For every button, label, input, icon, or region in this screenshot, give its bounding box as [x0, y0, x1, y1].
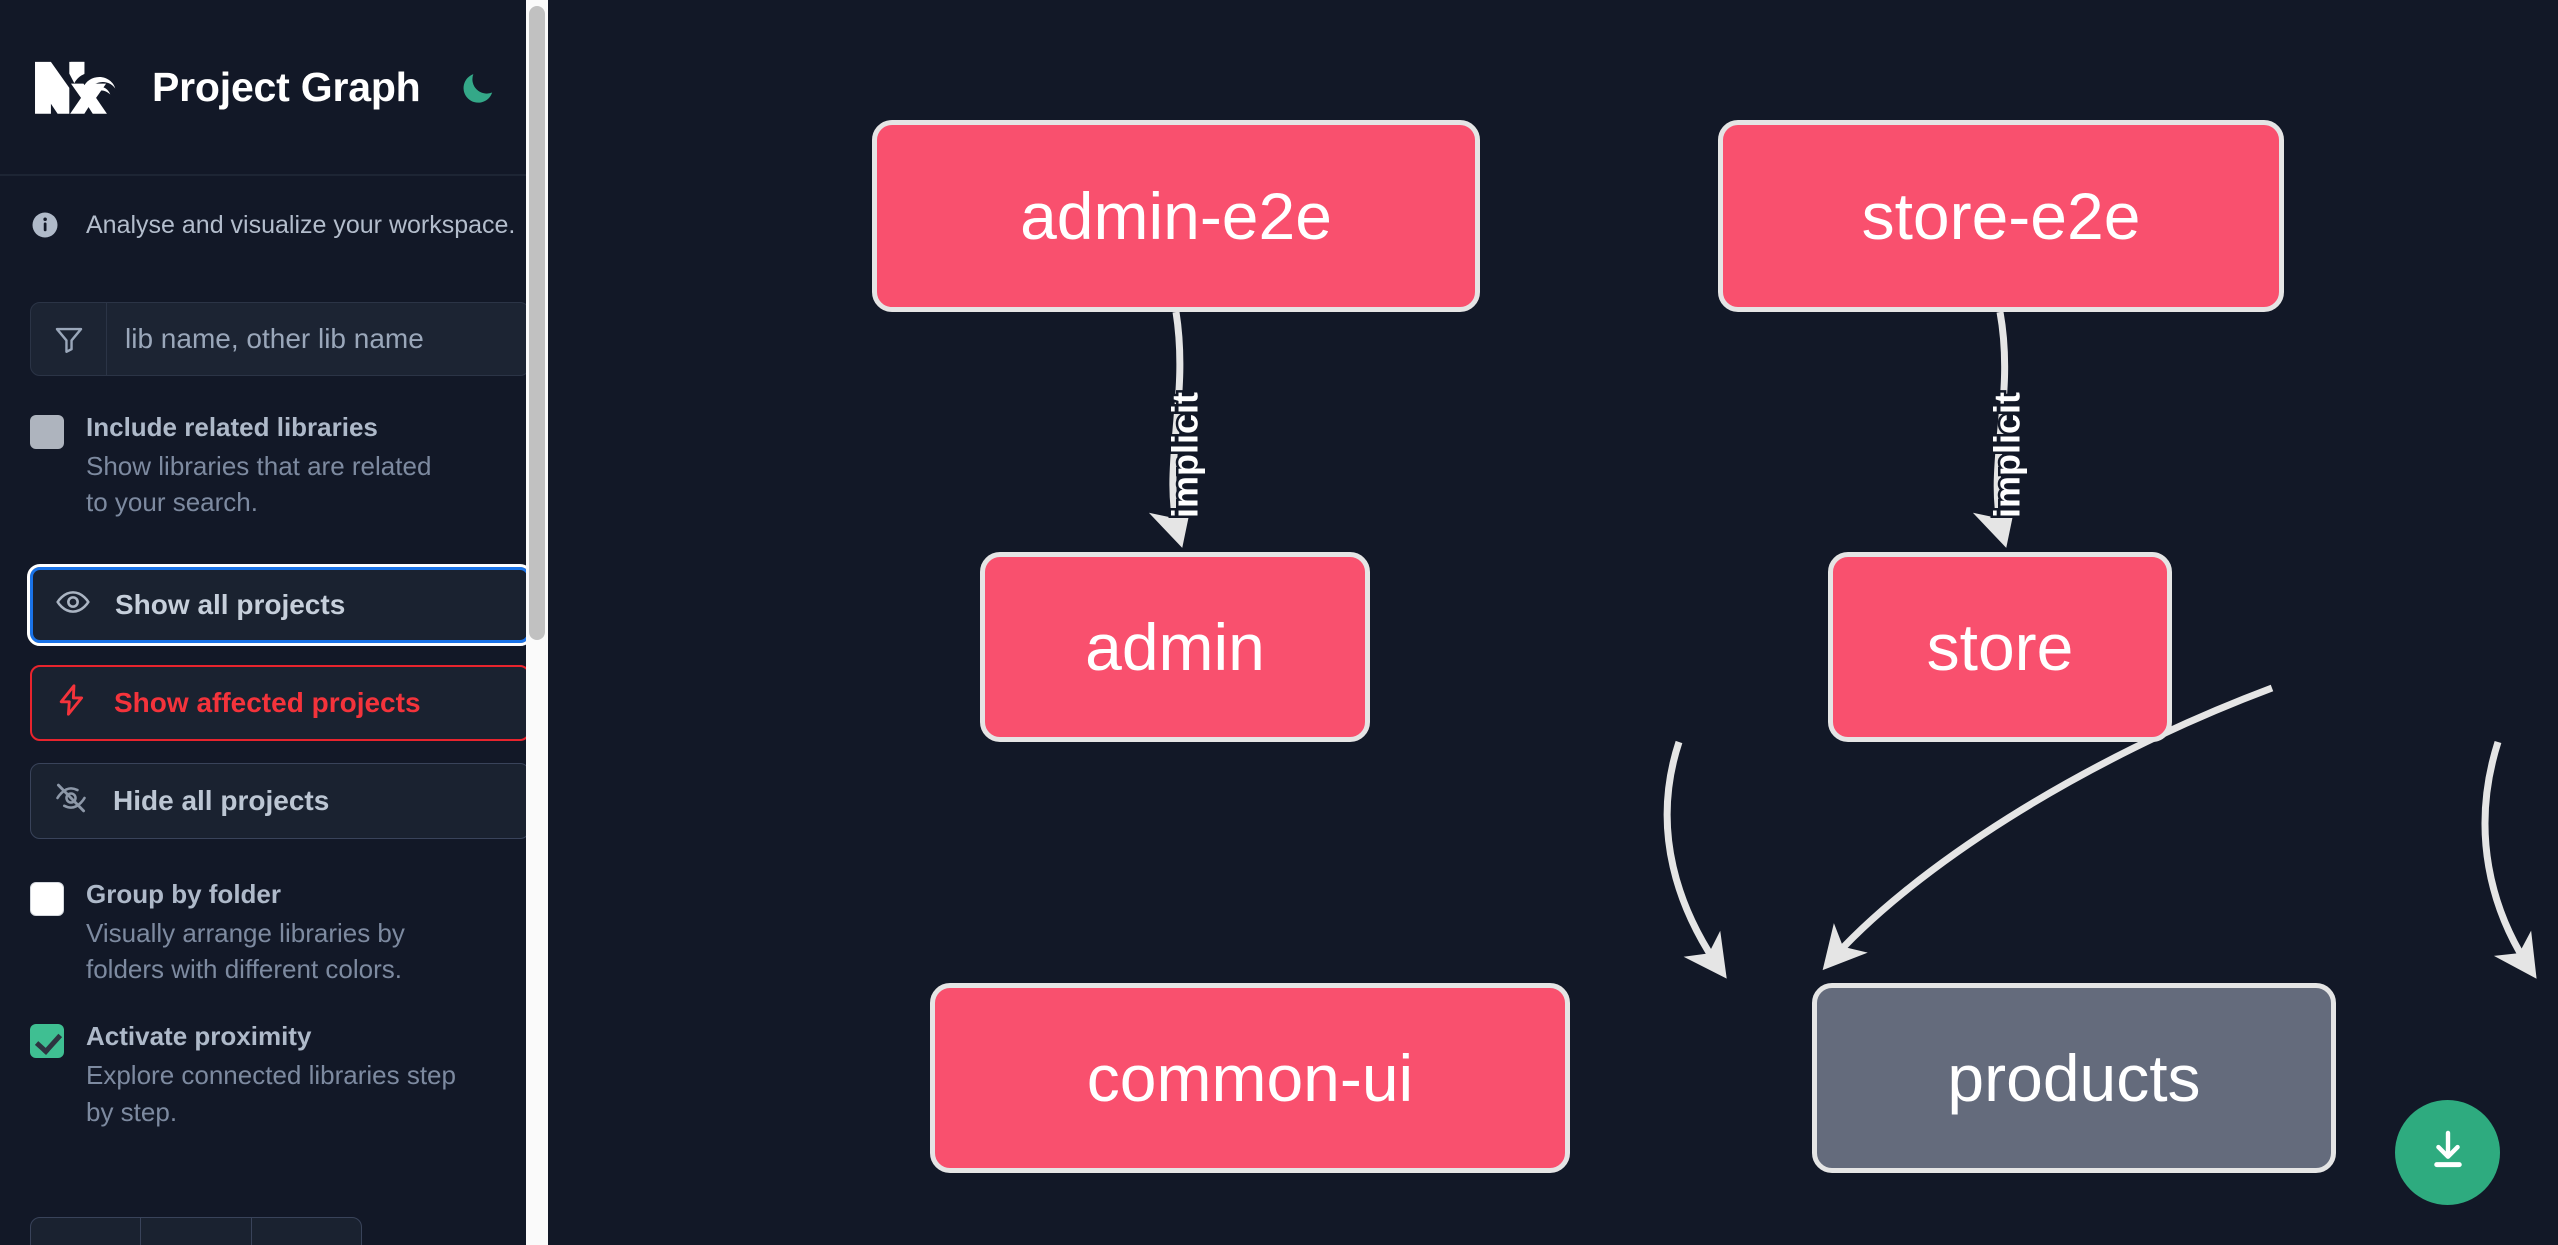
- graph-node-common-ui[interactable]: common-ui: [930, 983, 1570, 1173]
- filter-funnel-icon[interactable]: [31, 303, 107, 375]
- hide-all-projects-label: Hide all projects: [113, 784, 330, 816]
- show-all-projects-button[interactable]: Show all projects: [27, 563, 533, 646]
- info-circle-icon: [30, 210, 60, 240]
- edge-admin-e2e-to-admin: [1148, 311, 1193, 548]
- graph-node-store-e2e[interactable]: store-e2e: [1718, 120, 2284, 312]
- checkbox-description: Visually arrange libraries by folders wi…: [86, 917, 405, 984]
- edge-store-e2e-to-store: [1972, 311, 2017, 548]
- node-label: common-ui: [1086, 1041, 1414, 1115]
- filter-bar: [30, 302, 530, 376]
- sidebar: Project Graph Analyse and visualize yo: [0, 0, 560, 1245]
- graph-node-store[interactable]: store: [1828, 552, 2172, 742]
- checkbox-group-by-folder[interactable]: Group by folder Visually arrange librari…: [0, 877, 560, 988]
- edge-store-to-products: [2481, 740, 2537, 979]
- search-input[interactable]: [107, 303, 529, 375]
- checkbox-activate-proximity[interactable]: Activate proximity Explore connected lib…: [0, 1019, 560, 1130]
- sidebar-scrollbar-thumb[interactable]: [529, 6, 545, 640]
- edge-label-implicit: implicit: [1162, 389, 1208, 520]
- checkbox-box[interactable]: [30, 1024, 64, 1059]
- checkbox-label: Group by folder: [86, 878, 281, 909]
- checkbox-text: Include related libraries Show libraries…: [86, 410, 456, 521]
- sidebar-scroll-area[interactable]: Project Graph Analyse and visualize yo: [0, 0, 560, 1245]
- checkbox-label: Include related libraries: [86, 412, 378, 442]
- proximity-step-controls[interactable]: [30, 1217, 362, 1245]
- sidebar-scrollbar[interactable]: [526, 0, 548, 1245]
- show-affected-projects-button[interactable]: Show affected projects: [30, 664, 530, 741]
- node-label: store: [1926, 610, 2074, 684]
- graph-node-products[interactable]: products: [1812, 983, 2336, 1173]
- moon-icon[interactable]: [455, 64, 501, 110]
- checkbox-description: Explore connected libraries step by step…: [86, 1060, 456, 1127]
- show-all-projects-label: Show all projects: [115, 588, 346, 620]
- proximity-step-option[interactable]: [252, 1218, 361, 1245]
- graph-node-admin[interactable]: admin: [980, 552, 1370, 742]
- checkbox-text: Group by folder Visually arrange librari…: [86, 877, 456, 988]
- workspace-info-text: Analyse and visualize your workspace.: [86, 210, 516, 239]
- node-label: store-e2e: [1861, 179, 2141, 253]
- nx-logo-icon: [30, 55, 122, 119]
- graph-edges: implicit implicit: [1148, 311, 2537, 979]
- edge-admin-to-common-ui: [1663, 740, 1727, 979]
- proximity-step-option[interactable]: [141, 1218, 252, 1245]
- checkbox-label: Activate proximity: [86, 1021, 312, 1052]
- checkbox-description: Show libraries that are related to your …: [86, 450, 432, 518]
- checkbox-text: Activate proximity Explore connected lib…: [86, 1019, 456, 1130]
- node-label: products: [1947, 1041, 2201, 1115]
- edge-label-text: implicit: [1165, 392, 1206, 518]
- page-title: Project Graph: [152, 63, 421, 110]
- show-affected-projects-label: Show affected projects: [114, 686, 421, 718]
- graph-canvas[interactable]: implicit implicit admin-e2e store-e2e ad…: [560, 0, 2558, 1245]
- sidebar-edge: [548, 0, 560, 1245]
- proximity-step-option[interactable]: [31, 1218, 142, 1245]
- node-label: admin: [1085, 610, 1265, 684]
- lightning-bolt-icon: [54, 682, 90, 723]
- node-label: admin-e2e: [1020, 179, 1332, 253]
- checkbox-include-related-libraries[interactable]: Include related libraries Show libraries…: [0, 410, 560, 521]
- workspace-info: Analyse and visualize your workspace.: [0, 176, 560, 240]
- checkbox-box[interactable]: [30, 415, 64, 449]
- hide-all-projects-button[interactable]: Hide all projects: [30, 762, 530, 839]
- eye-off-icon: [53, 780, 89, 821]
- checkbox-box[interactable]: [30, 881, 64, 916]
- download-icon: [2423, 1125, 2473, 1180]
- project-visibility-buttons: Show all projects Show affected projects: [27, 563, 533, 839]
- edge-label-implicit: implicit: [1984, 389, 2030, 520]
- edge-store-to-common-ui: [1822, 684, 2274, 971]
- eye-icon: [55, 584, 91, 625]
- graph-node-admin-e2e[interactable]: admin-e2e: [872, 120, 1480, 312]
- edge-label-text: implicit: [1987, 392, 2028, 518]
- download-graph-button[interactable]: [2395, 1100, 2500, 1205]
- sidebar-header: Project Graph: [0, 0, 560, 176]
